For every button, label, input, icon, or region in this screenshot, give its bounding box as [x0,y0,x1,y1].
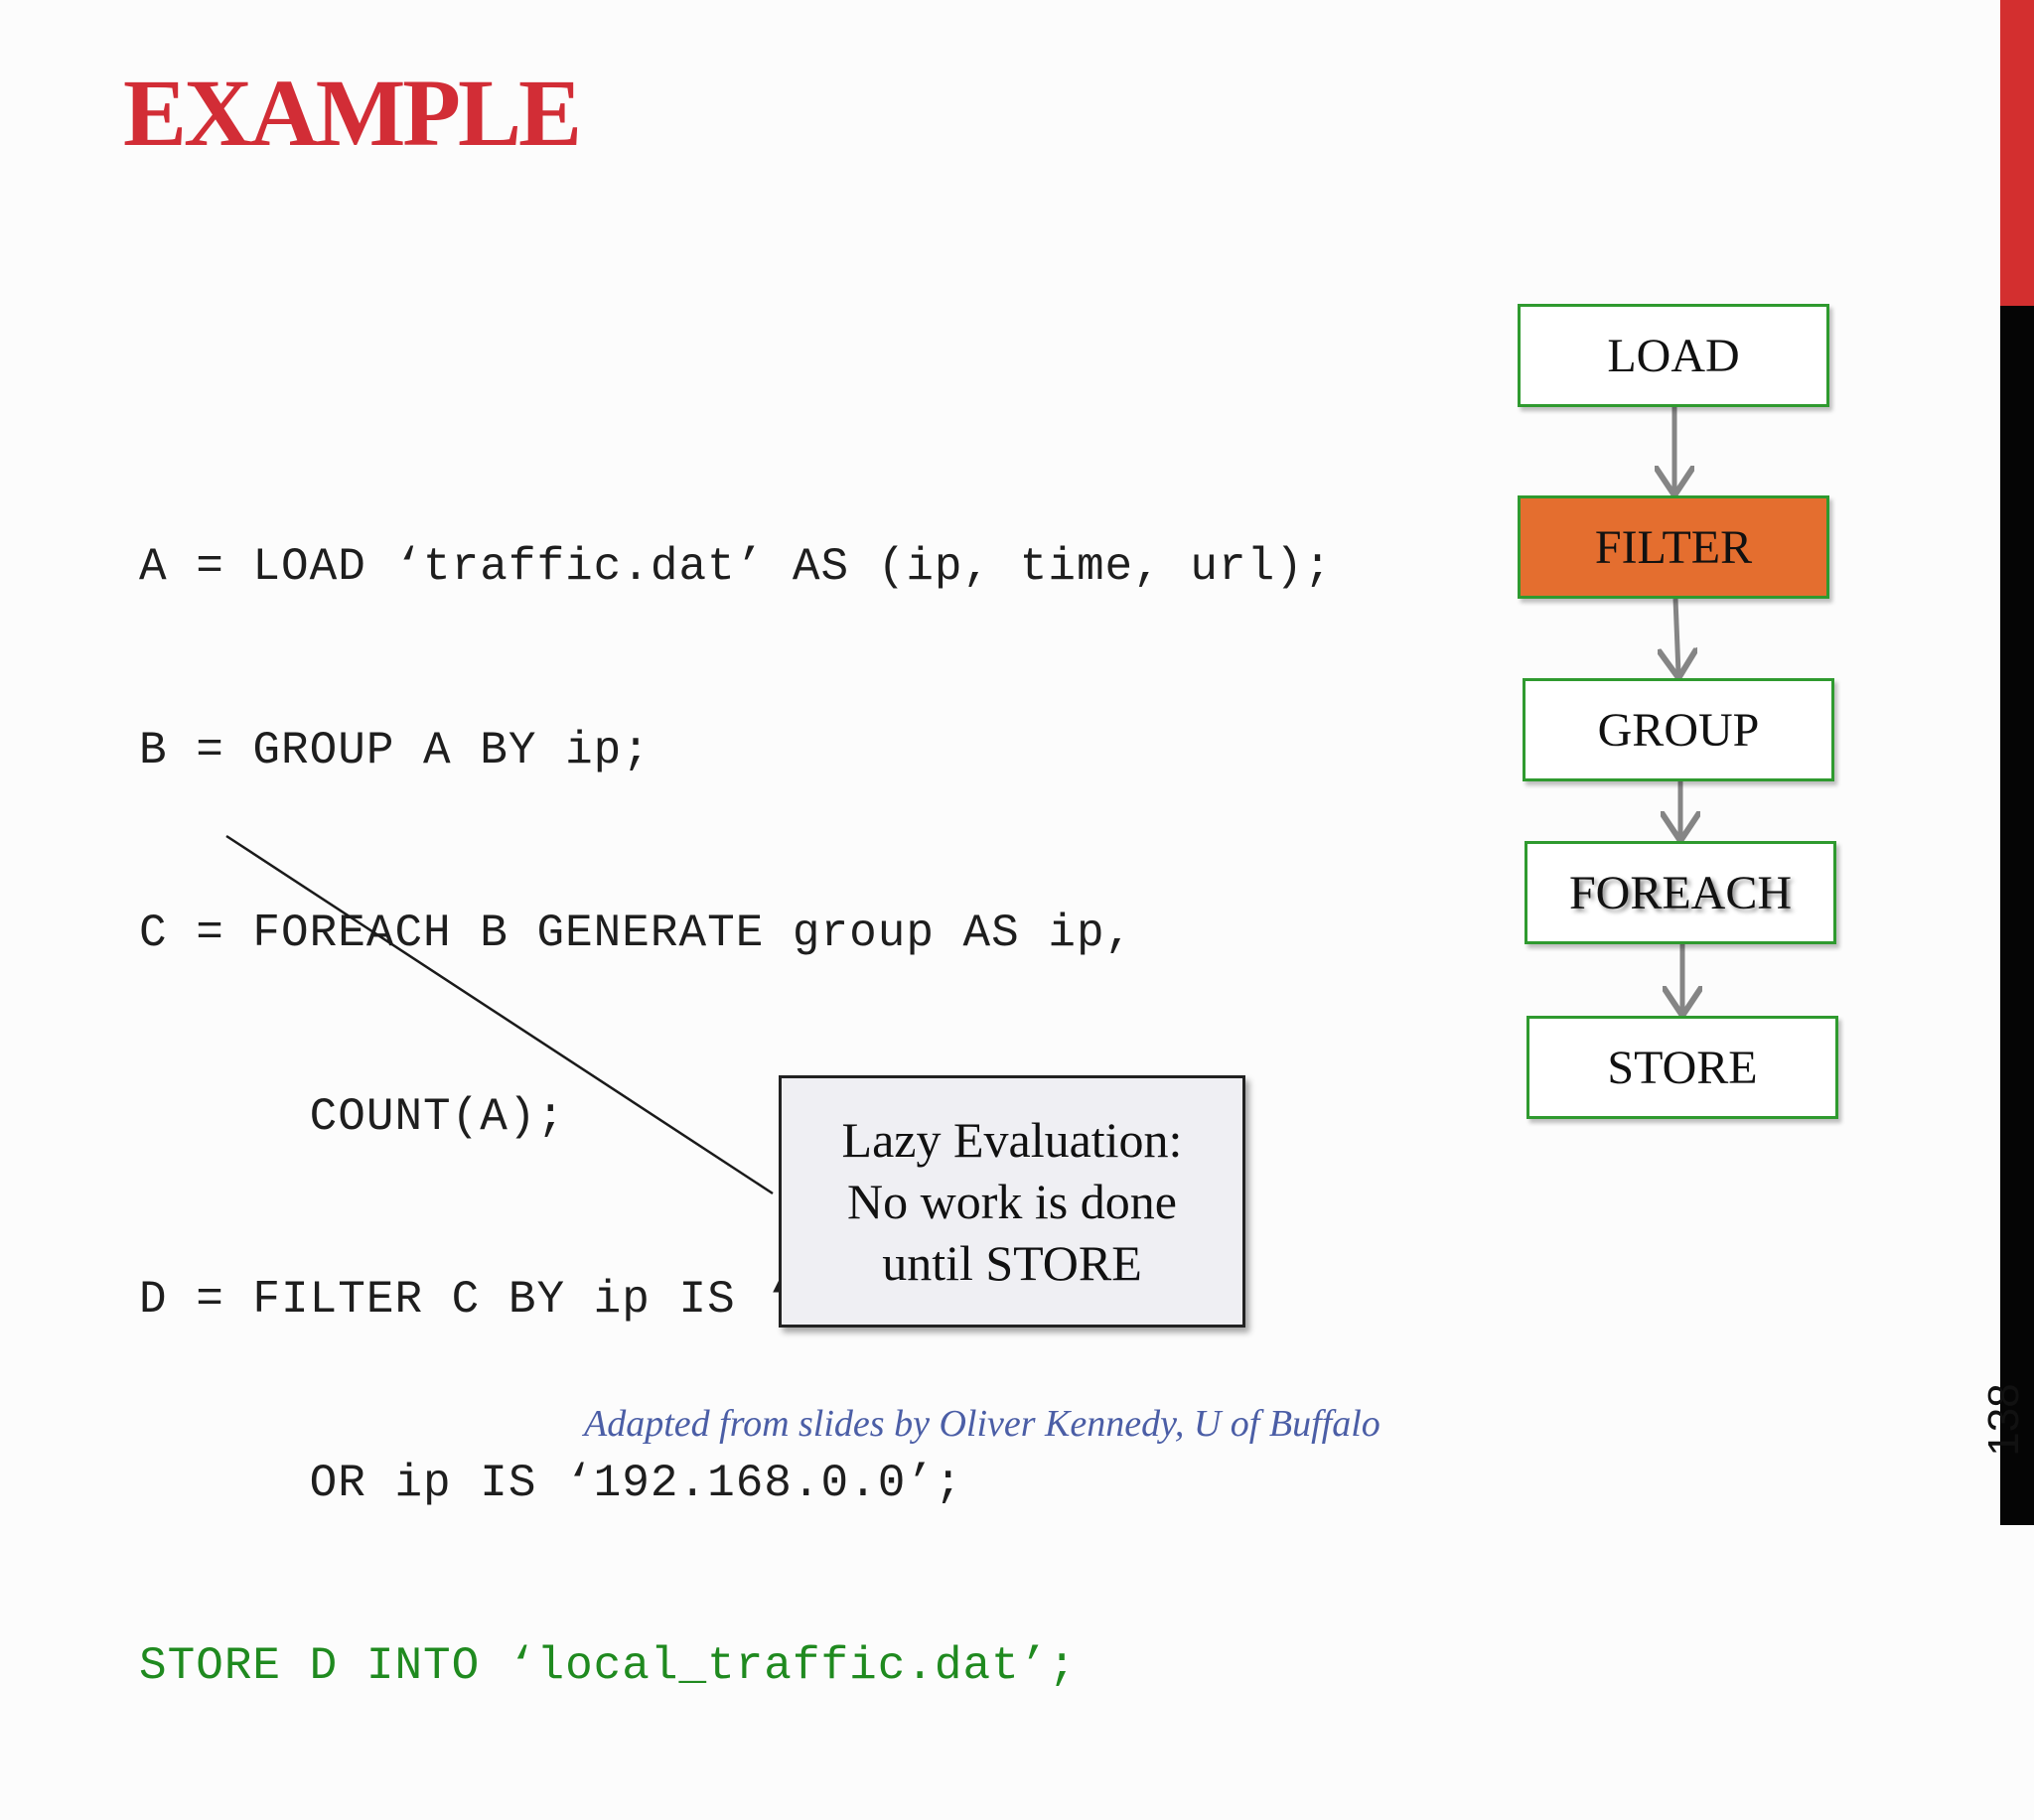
note-line-1: Lazy Evaluation: [841,1112,1183,1168]
flow-arrows [0,407,2034,1525]
flow-step-load: LOAD [1518,304,1829,407]
credit-text: Adapted from slides by Oliver Kennedy, U… [584,1403,1380,1445]
lazy-evaluation-note: Lazy Evaluation: No work is done until S… [779,1075,1245,1328]
flow-step-group-label: GROUP [1597,703,1760,757]
flow-step-load-label: LOAD [1607,329,1740,382]
code-line-filter-cont: OR ip IS ‘192.168.0.0’; [139,1457,963,1509]
flow-step-filter: FILTER [1518,495,1829,599]
flow-step-group: GROUP [1523,678,1834,781]
note-line-2: No work is done [847,1174,1177,1229]
slide: EXAMPLE A = LOAD ‘traffic.dat’ AS (ip, t… [0,0,2034,1692]
code-line-group: B = GROUP A BY ip; [139,724,651,776]
callout-line [225,834,774,1195]
side-band-black [2000,306,2034,1525]
flow-step-store: STORE [1526,1016,1838,1119]
flow-step-filter-label: FILTER [1594,520,1753,574]
flow-step-foreach: FOREACH [1525,841,1836,944]
code-line-foreach-cont: COUNT(A); [139,1090,566,1143]
callout-connector [225,834,774,1195]
slide-title: EXAMPLE [123,60,582,166]
code-line-load: A = LOAD ‘traffic.dat’ AS (ip, time, url… [139,541,1333,593]
side-band-red [2000,0,2034,306]
code-line-foreach: C = FOREACH B GENERATE group AS ip, [139,908,1134,959]
flow-step-foreach-label: FOREACH [1568,866,1793,919]
flow-step-store-label: STORE [1607,1041,1758,1094]
page-number: 138 [1979,1383,2028,1457]
code-line-store: STORE D INTO ‘local_traffic.dat’; [139,1640,1077,1692]
arrow-filter-group [1675,598,1678,673]
note-line-3: until STORE [882,1235,1142,1291]
